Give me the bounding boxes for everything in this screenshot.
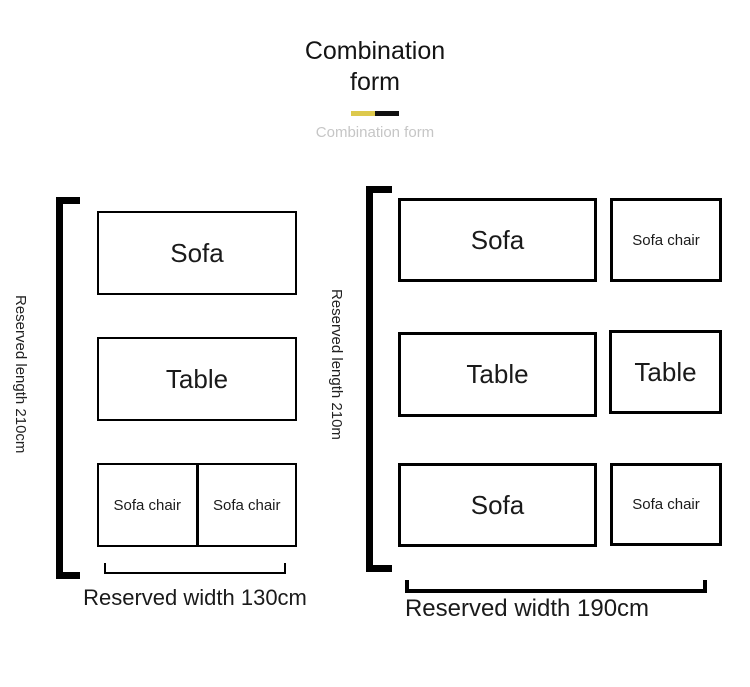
length-bracket-right <box>366 186 392 572</box>
divider-yellow-segment <box>351 111 375 116</box>
header: Combination form Combination form <box>0 36 750 141</box>
furniture-box-label: Sofa chair <box>632 496 700 513</box>
page-title: Combination form <box>0 36 750 98</box>
furniture-box-table: Table <box>398 332 597 417</box>
width-bracket-right <box>405 580 707 593</box>
furniture-box-label: Sofa <box>470 489 525 520</box>
length-label-right: Reserved length 210m <box>328 289 345 440</box>
page-title-line1: Combination <box>304 37 446 65</box>
furniture-box-label: Table <box>466 359 529 389</box>
furniture-box-label: Sofa chair <box>113 496 182 514</box>
width-bracket-left <box>104 563 286 574</box>
furniture-box-label: Table <box>634 356 697 387</box>
furniture-box-sofa-chair: Sofa chair <box>610 198 722 282</box>
width-label-right: Reserved width 190cm <box>404 595 650 622</box>
subtitle: Combination form <box>315 124 435 141</box>
furniture-box-sofa-chair: Sofa chair <box>199 465 296 545</box>
furniture-box-sofa-chair: Sofa chair <box>610 463 722 546</box>
furniture-box-sofa: Sofa <box>97 211 297 295</box>
furniture-box-sofa: Sofa <box>398 198 597 282</box>
furniture-box-label: Sofa chair <box>632 231 700 249</box>
furniture-box-sofa-chairs: Sofa chair Sofa chair <box>97 463 297 547</box>
furniture-box-sofa: Sofa <box>398 463 597 547</box>
width-label-left: Reserved width 130cm <box>83 585 307 610</box>
divider-black-segment <box>375 111 399 116</box>
page-title-line2: form <box>350 68 400 96</box>
furniture-box-table: Table <box>97 337 297 421</box>
length-label-left: Reserved length 210cm <box>12 295 29 454</box>
furniture-box-label: Sofa <box>170 237 224 268</box>
furniture-box-label: Table <box>165 363 229 394</box>
title-divider <box>351 111 399 116</box>
furniture-box-table: Table <box>609 330 722 414</box>
furniture-box-label: Sofa chair <box>212 496 281 514</box>
furniture-box-label: Sofa <box>470 224 525 255</box>
length-bracket-left <box>56 197 80 579</box>
furniture-box-sofa-chair: Sofa chair <box>99 465 199 545</box>
